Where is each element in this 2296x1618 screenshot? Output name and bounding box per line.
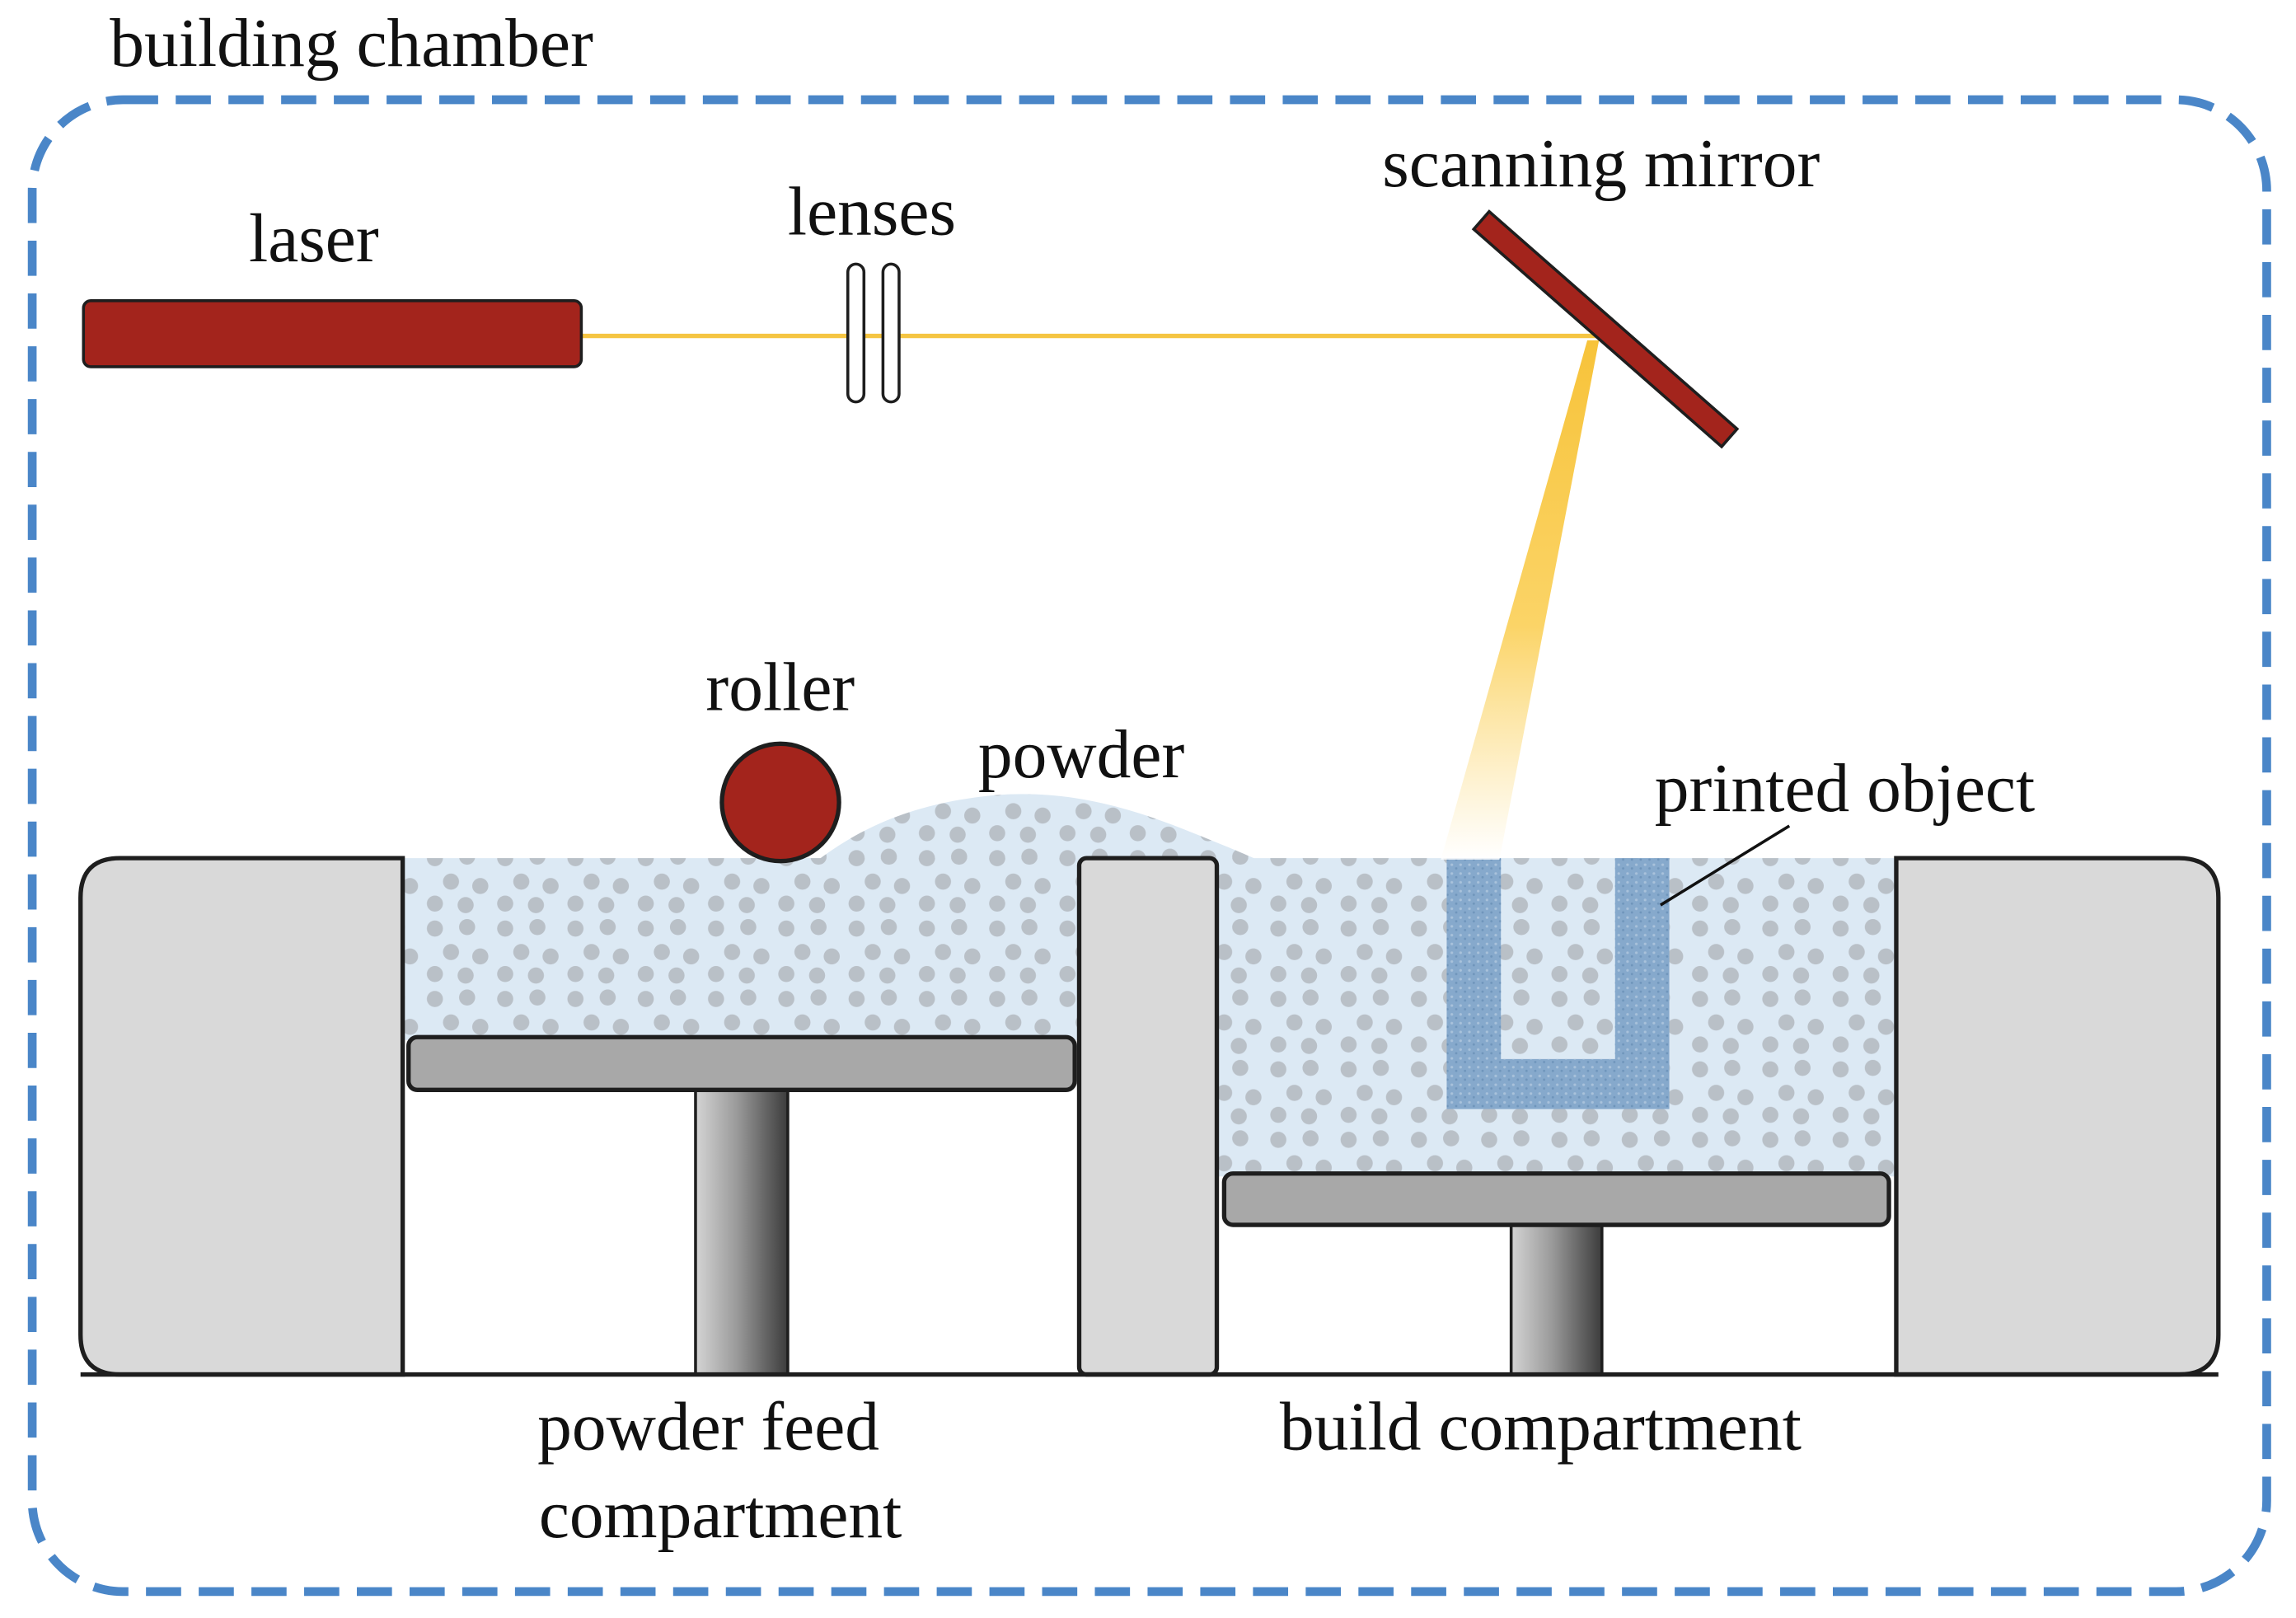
build-powder-particles	[1216, 858, 1896, 1177]
build-piston	[1509, 1223, 1604, 1376]
build-compartment-label: build compartment	[1280, 1389, 1802, 1465]
build-platform	[1221, 1171, 1891, 1227]
powder-feed-compartment-label-line-2: compartment	[539, 1477, 902, 1553]
building-chamber-label: building chamber	[110, 6, 593, 82]
roller	[719, 741, 841, 864]
building-chamber-border	[27, 95, 2271, 1597]
reflected-laser-beam	[1441, 340, 1600, 860]
powder-bed	[402, 794, 1896, 1177]
middle-wall	[1076, 856, 1220, 1377]
powder-feed-compartment-label-line-1: powder feed	[537, 1389, 879, 1465]
laser-label: laser	[249, 201, 379, 277]
lenses-label: lenses	[788, 175, 956, 251]
printed-object-texture	[1446, 858, 1670, 1109]
printed-object-leader-line	[1659, 824, 1791, 907]
laser	[82, 299, 583, 368]
mound-powder-particles	[813, 794, 1268, 865]
lens-1	[846, 262, 866, 404]
scanning-mirror	[1471, 209, 1740, 449]
feed-platform	[406, 1034, 1077, 1092]
printed-object-label: printed object	[1655, 751, 2035, 827]
feed-piston	[694, 1088, 790, 1376]
left-wall-block	[78, 856, 405, 1377]
lens-2	[881, 262, 901, 404]
scanning-mirror-label: scanning mirror	[1382, 126, 1820, 202]
powder-label: powder	[978, 717, 1185, 793]
right-wall-block	[1894, 856, 2221, 1377]
roller-label: roller	[705, 650, 855, 725]
feed-powder-particles	[402, 858, 1080, 1040]
